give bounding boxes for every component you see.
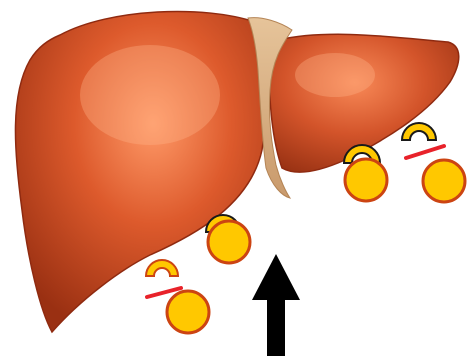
liver-highlight	[80, 45, 220, 145]
molecule-ball	[208, 221, 250, 263]
molecule-ball	[423, 160, 465, 202]
open-receptor	[402, 123, 436, 140]
molecule-group-left	[146, 260, 209, 333]
open-receptor	[146, 260, 178, 276]
arrow-shaft	[267, 298, 285, 356]
arrow-head	[252, 254, 300, 300]
arrow	[252, 254, 300, 356]
molecule-ball	[167, 291, 209, 333]
blocker-bar	[406, 146, 444, 158]
molecule-ball	[345, 159, 387, 201]
liver-highlight-left	[295, 53, 375, 97]
molecule-group-right-1	[344, 145, 387, 201]
molecule-group-center	[206, 215, 250, 263]
molecule-group-right-2	[402, 123, 465, 202]
